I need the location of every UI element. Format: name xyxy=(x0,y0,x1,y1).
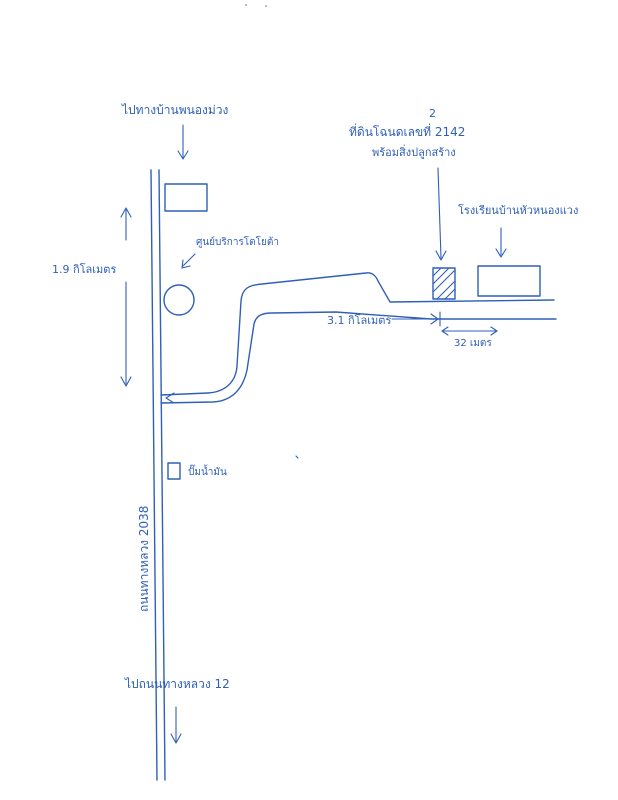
label-destination-detail: พร้อมสิ่งปลูกสร้าง xyxy=(372,144,456,159)
arrow-down-icon-destination xyxy=(435,250,447,261)
destination-hatching xyxy=(432,267,456,300)
label-road-vertical: ถนนทางหลวง 2038 xyxy=(137,506,151,612)
label-destination-number: 2 xyxy=(429,107,436,120)
double-arrow-icon-right xyxy=(490,326,498,336)
scan-dot-2 xyxy=(265,5,267,7)
right-building-icon xyxy=(477,265,541,297)
junction-arrow-icon xyxy=(165,392,175,404)
gas-station-icon xyxy=(167,462,181,480)
main-road-right-edge xyxy=(158,169,166,781)
label-distance-horizontal: 3.1 กิโลเมตร xyxy=(327,313,391,327)
label-gas-station: ปั๊มน้ำมัน xyxy=(188,464,227,478)
double-arrow-icon-bottom xyxy=(120,376,132,387)
label-top-left-destination: ไปทางบ้านพนองม่วง xyxy=(121,103,228,117)
label-distance-left-vertical: 1.9 กิโลเมตร xyxy=(52,262,116,276)
stray-mark xyxy=(295,455,299,459)
label-distance-small: 32 เมตร xyxy=(454,338,492,349)
double-arrow-icon-top xyxy=(120,207,132,218)
label-hospital: ศูนย์บริการโตโยต้า xyxy=(196,235,279,248)
label-pointer-line xyxy=(182,253,196,267)
destination-pointer-line xyxy=(437,167,442,259)
arrow-down-icon-head xyxy=(177,150,189,160)
double-arrow-icon-left xyxy=(441,326,449,336)
arrow-right-icon xyxy=(430,313,439,325)
arrow-down-icon-right xyxy=(495,248,507,258)
building-icon xyxy=(164,183,208,212)
side-road-upper-edge xyxy=(160,272,555,396)
label-bottom-destination: ไปถนนทางหลวง 12 xyxy=(124,677,230,691)
arrow-down-icon-small xyxy=(181,259,191,269)
side-road-lower-edge xyxy=(160,311,557,404)
main-road-left-edge xyxy=(150,169,158,781)
scan-dot-1 xyxy=(245,4,247,6)
round-landmark-icon xyxy=(163,284,195,316)
arrow-down-icon-bottom xyxy=(170,733,182,744)
label-right-building: โรงเรียนบ้านหัวหนองแวง xyxy=(458,203,578,217)
label-destination-name: ที่ดินโฉนดเลขที่ 2142 xyxy=(349,123,465,139)
